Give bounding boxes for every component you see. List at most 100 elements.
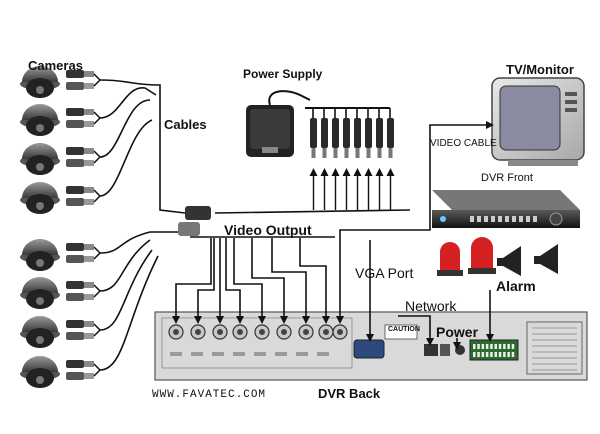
port-label-plate [191,352,203,356]
camera-connector-icon [66,70,101,90]
website-label: WWW.FAVATEC.COM [152,389,267,401]
dvr-front-button [470,216,474,222]
alarm-terminal-pin [473,344,476,349]
camera-connector-icon [66,147,101,167]
bnc-port-icon [190,324,206,340]
dc-plug-icon [376,108,383,158]
dvr-front-button [484,216,488,222]
camera-connector-icon [66,281,101,301]
alarm-terminal-pin [485,352,489,357]
video-cable-line [339,121,494,240]
power-arrows [309,168,395,210]
bnc-port-icon [212,324,228,340]
dvr-front-button [491,216,495,222]
caution-label: CAUTION [388,326,420,333]
dvr-front-button [519,216,523,222]
dc-plug-icon [332,108,339,158]
camera-connector-icon [66,108,101,128]
dome-camera-icon [20,356,60,388]
dvr-front-button [498,216,502,222]
dvr-front-button [512,216,516,222]
camera-connector-icon [66,320,101,340]
dome-camera-icon [20,182,60,214]
alarm-terminal-pin [507,344,510,349]
bnc-port-icon [254,324,270,340]
cameras-label: Cameras [28,58,83,73]
dome-camera-icon [20,143,60,175]
alarm-terminal-pin [494,344,497,349]
alarm-terminal-pin [511,352,515,357]
dvr-front-button [477,216,481,222]
dvr-back-panel [154,311,588,381]
bnc-port-icon [168,324,184,340]
alarm-terminal-pin [485,344,489,349]
dc-plug-icon [343,108,350,158]
alarm-terminal-pin [477,352,480,357]
dc-plug-icon [365,108,372,158]
tv-monitor-label: TV/Monitor [506,62,574,77]
port-label-plate [254,352,266,356]
port-label-plate [275,352,287,356]
video-output-label: Video Output [224,222,312,238]
network-label: Network [405,298,457,314]
port-label-plate [233,352,245,356]
video-cable-label: VIDEO CABLE [430,138,497,149]
power-supply-label: Power Supply [243,67,323,81]
port-label-plate [296,352,308,356]
camera-cable-bundle [99,79,186,371]
dc-plug-icon [310,108,317,158]
camera-connector-icon [66,186,101,206]
dome-camera-icon [20,277,60,309]
power-plug-group [310,108,394,158]
dvr-front-button [505,216,509,222]
alarm-terminal-pin [481,352,485,357]
alarm-terminal-pin [503,352,506,357]
alarm-terminal-pin [477,344,480,349]
alarm-terminal-pin [507,352,510,357]
power-label: Power [436,324,479,340]
alarm-label: Alarm [496,278,536,294]
bnc-port-icon [332,324,348,340]
dome-camera-icon [20,66,60,98]
dome-camera-icon [20,316,60,348]
alarm-devices-icon [437,237,558,276]
power-supply-icon [246,90,390,157]
dc-plug-icon [354,108,361,158]
dvr-front-icon [432,190,580,228]
camera-connector-icon [66,243,101,263]
port-label-plate [317,352,329,356]
bnc-port-icon [318,324,334,340]
network-arrow [398,315,434,346]
camera-connector-icon [66,360,101,380]
dvr-front-label: DVR Front [481,172,533,184]
alarm-terminal-pin [473,352,476,357]
dome-camera-icon [20,104,60,136]
tv-monitor-icon [491,77,585,166]
bnc-port-icon [276,324,292,340]
alarm-terminal-pin [494,352,497,357]
alarm-terminal-pin [498,344,502,349]
alarm-terminal-pin [490,352,493,357]
port-label-plate [170,352,182,356]
dome-camera-icon [20,239,60,271]
video-output-arrows [172,236,344,324]
alarm-terminal-pin [490,344,493,349]
alarm-terminal-pin [498,352,502,357]
cable-feed-line [214,209,411,214]
cables-label: Cables [164,117,207,132]
dvr-front-button [533,216,537,222]
alarm-terminal-pin [481,344,485,349]
bnc-port-icon [232,324,248,340]
alarm-terminal-pin [503,344,506,349]
vga-port-label: VGA Port [355,265,414,281]
dvr-front-button [526,216,530,222]
dvr-back-label: DVR Back [318,386,381,401]
bnc-connector-icon [178,206,211,236]
port-label-plate [212,352,224,356]
alarm-terminal-pin [511,344,515,349]
camera-group [20,66,101,388]
bnc-port-icon [298,324,314,340]
dc-plug-icon [387,108,394,158]
